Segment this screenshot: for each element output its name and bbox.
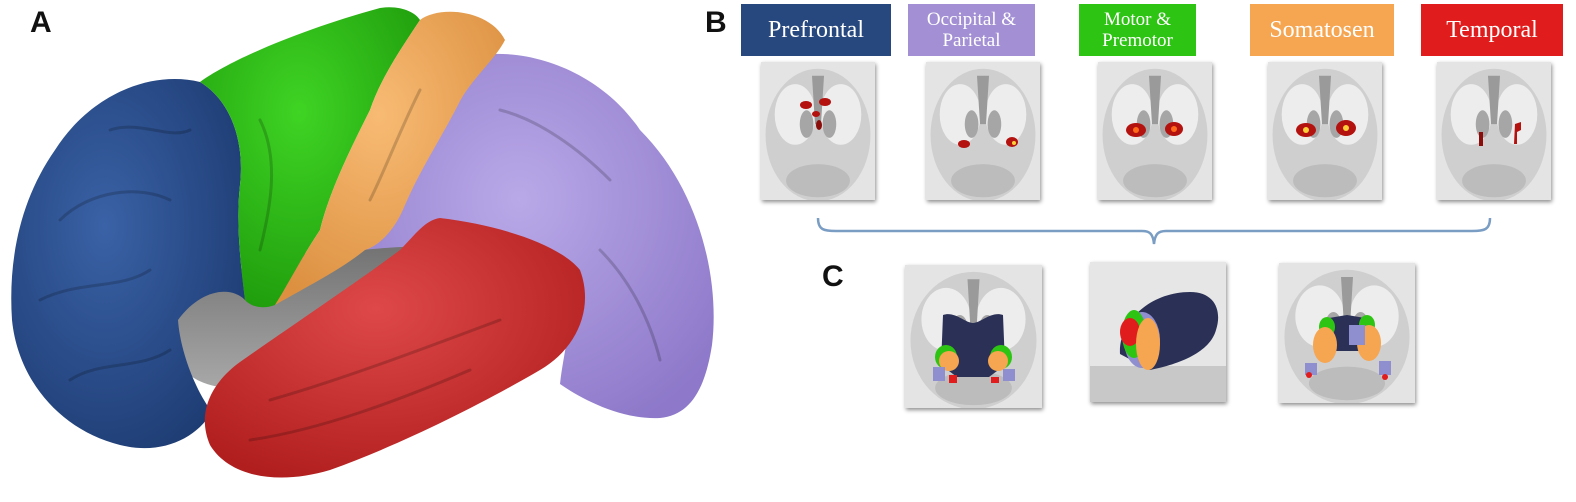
sagittal-slice <box>1090 262 1226 402</box>
panel-label-c: C <box>822 260 844 293</box>
segmentation-axial <box>905 265 1042 408</box>
cortex-parcellation-figure <box>11 7 714 478</box>
brain-slice-background <box>1268 62 1382 200</box>
segmentation-sagittal <box>1090 262 1226 402</box>
legend-occipital-parietal: Occipital & Parietal <box>908 4 1035 56</box>
panel-label-a: A <box>30 6 52 39</box>
motor-premotor-region <box>200 7 420 308</box>
scan-somatosensory <box>1268 62 1382 200</box>
scan-temporal <box>1437 62 1551 200</box>
segmentation-coronal <box>1279 263 1415 403</box>
legend-temporal: Temporal <box>1421 4 1563 56</box>
brain-slice-background <box>1098 62 1212 200</box>
occipital-parietal-region <box>360 53 714 419</box>
brain-slice-background <box>926 62 1040 200</box>
temporal-region <box>204 218 586 478</box>
scan-occipital-parietal <box>926 62 1040 200</box>
scan-motor-premotor <box>1098 62 1212 200</box>
legend-motor-premotor: Motor & Premotor <box>1079 4 1196 56</box>
bracket-connector <box>816 217 1492 245</box>
somatosensory-region <box>275 11 505 305</box>
brain-slice-background <box>1437 62 1551 200</box>
brain-slice-background <box>761 62 875 200</box>
legend-prefrontal: Prefrontal <box>741 4 891 56</box>
sulci-lines <box>38 88 662 442</box>
scan-prefrontal <box>761 62 875 200</box>
prefrontal-region <box>11 79 245 449</box>
panel-label-b: B <box>705 6 727 39</box>
legend-somatosensory: Somatosen <box>1250 4 1394 56</box>
